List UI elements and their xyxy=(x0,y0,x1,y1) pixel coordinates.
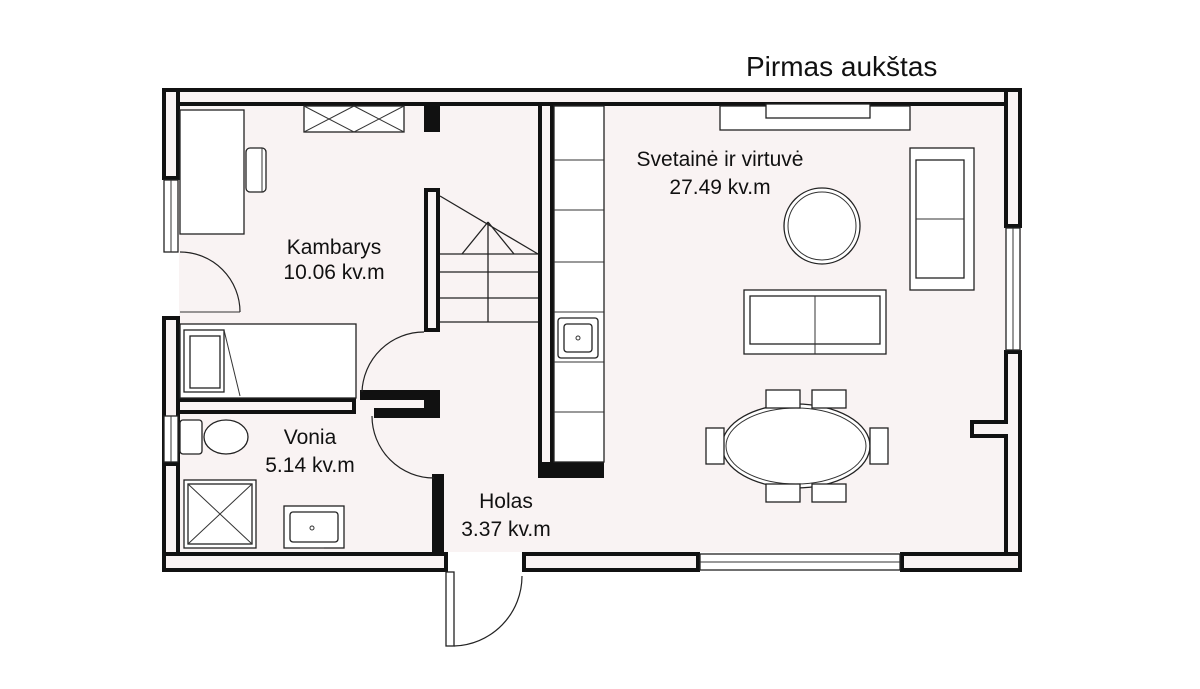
room-holas-name: Holas xyxy=(479,490,533,513)
room-svetaine-name: Svetainė ir virtuvė xyxy=(637,148,804,171)
vonia-fixtures xyxy=(179,419,345,549)
room-kambarys-area: 10.06 kv.m xyxy=(283,261,384,284)
room-labels: Kambarys 10.06 kv.m Vonia 5.14 kv.m Hola… xyxy=(265,148,803,541)
room-svetaine-area: 27.49 kv.m xyxy=(669,176,770,199)
kambarys-furniture xyxy=(179,105,405,399)
kitchen-counter xyxy=(553,105,605,463)
outer-walls xyxy=(162,88,1022,572)
room-kambarys-name: Kambarys xyxy=(287,236,382,259)
doors xyxy=(179,251,523,647)
room-vonia-area: 5.14 kv.m xyxy=(265,454,354,477)
room-holas-area: 3.37 kv.m xyxy=(461,518,550,541)
inner-walls xyxy=(176,102,604,556)
room-vonia-name: Vonia xyxy=(284,426,337,449)
floor-title: Pirmas aukštas xyxy=(746,51,937,82)
stairs xyxy=(439,195,539,323)
living-furniture xyxy=(705,103,975,503)
